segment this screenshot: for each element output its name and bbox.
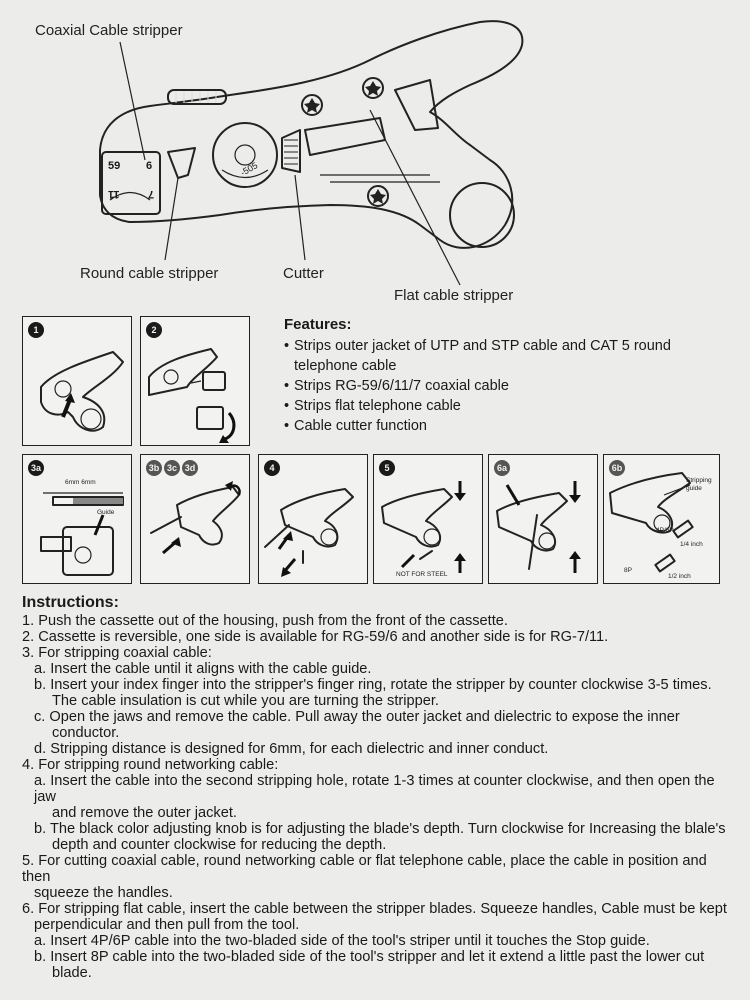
instruction-line: a. Insert 4P/6P cable into the two-blade…	[34, 933, 650, 949]
round-stripper-notch	[167, 147, 196, 179]
cassette-mark-7: 7	[148, 188, 155, 200]
instructions-title: Instructions:	[22, 594, 119, 611]
step-panel-2: 2	[140, 316, 250, 446]
guide-label: Guide	[97, 509, 115, 516]
instructions-section: Instructions: 1. Push the cassette out o…	[22, 594, 737, 982]
step-panel-6b: 6b Stripping guide 4P/6P 1/4 inch 8P 1/2…	[603, 454, 720, 584]
step-badge: 3c	[164, 460, 180, 476]
strip-length-label: 6mm 6mm	[65, 479, 96, 486]
instruction-line: d. Stripping distance is designed for 6m…	[34, 741, 549, 757]
round-cable-stripper-label: Round cable stripper	[80, 265, 219, 282]
instruction-line: b. Insert your index finger into the str…	[34, 677, 712, 693]
tool-diagram	[99, 20, 524, 286]
instruction-line: 5. For cutting coaxial cable, round netw…	[22, 853, 707, 885]
instruction-line: squeeze the handles.	[34, 885, 173, 901]
instruction-line: conductor.	[52, 725, 120, 741]
features-title: Features:	[284, 316, 352, 333]
screw-icon	[301, 94, 323, 116]
step-badge: 3d	[182, 460, 198, 476]
step-badge: 6a	[494, 460, 510, 476]
instruction-line: blade.	[52, 965, 92, 981]
step-badge: 3b	[146, 460, 162, 476]
instruction-line: 3. For stripping coaxial cable:	[22, 645, 212, 661]
feature-item: Cable cutter function	[284, 416, 724, 436]
step-badge: 6b	[609, 460, 625, 476]
adjusting-knob	[167, 89, 227, 105]
instruction-line: depth and counter clockwise for reducing…	[52, 837, 387, 853]
cassette-mark-6: 6	[146, 160, 153, 172]
step-badge: 2	[146, 322, 162, 338]
features-list: Strips outer jacket of UTP and STP cable…	[284, 336, 724, 436]
cassette-mark-11: 11	[108, 188, 120, 200]
flat-stripper-lever	[394, 79, 439, 131]
step-badge: 1	[28, 322, 44, 338]
step-panel-3a: 3a 6mm 6mm Guide	[22, 454, 132, 584]
step-panel-5: 5 NOT FOR STEEL	[373, 454, 483, 584]
step-badge: 3a	[28, 460, 44, 476]
feature-item: Strips RG-59/6/11/7 coaxial cable	[284, 376, 724, 396]
step-badge: 4	[264, 460, 280, 476]
instruction-line: 6. For stripping flat cable, insert the …	[22, 901, 727, 917]
tool-body-outline	[99, 20, 524, 249]
instruction-line: c. Open the jaws and remove the cable. P…	[34, 709, 680, 725]
instruction-line: 4. For stripping round networking cable:	[22, 757, 279, 773]
cutter-label: Cutter	[283, 265, 324, 282]
quarter-inch-label: 1/4 inch	[680, 541, 703, 548]
half-inch-label: 1/2 inch	[668, 573, 691, 580]
screw-icon	[367, 185, 389, 207]
screw-icon	[362, 77, 384, 99]
instruction-line: 2. Cassette is reversible, one side is a…	[22, 629, 609, 645]
finger-ring	[449, 182, 515, 248]
instruction-line: perpendicular and then pull from the too…	[34, 917, 300, 933]
features-section: Features: Strips outer jacket of UTP and…	[284, 316, 724, 436]
step-panel-3bcd: 3b 3c 3d	[140, 454, 250, 584]
step-panel-1: 1	[22, 316, 132, 446]
not-for-steel-label: NOT FOR STEEL	[396, 571, 448, 578]
instruction-line: The cable insulation is cut while you ar…	[52, 693, 439, 709]
step-panel-4: 4	[258, 454, 368, 584]
instruction-line: a. Insert the cable until it aligns with…	[34, 661, 372, 677]
step-badge: 5	[379, 460, 395, 476]
step-panel-6a: 6a	[488, 454, 598, 584]
instruction-line: 1. Push the cassette out of the housing,…	[22, 613, 508, 629]
flat-stripper-blade	[304, 117, 386, 156]
instruction-line: b. Insert 8P cable into the two-bladed s…	[34, 949, 705, 965]
cutter-blade	[281, 129, 301, 173]
flat-cable-stripper-label: Flat cable stripper	[394, 287, 514, 304]
feature-item: Strips outer jacket of UTP and STP cable…	[284, 336, 674, 376]
cassette	[101, 151, 161, 215]
instruction-line: b. The black color adjusting knob is for…	[34, 821, 726, 837]
8p-label: 8P	[624, 567, 632, 574]
instruction-line: a. Insert the cable into the second stri…	[34, 773, 715, 805]
coaxial-cable-stripper-label: Coaxial Cable stripper	[35, 22, 183, 39]
feature-item: Strips flat telephone cable	[284, 396, 724, 416]
cassette-mark-59: 59	[108, 160, 121, 172]
stripping-guide-label: Stripping guide	[686, 477, 712, 492]
instruction-line: and remove the outer jacket.	[52, 805, 237, 821]
cutter-dial	[212, 122, 278, 188]
